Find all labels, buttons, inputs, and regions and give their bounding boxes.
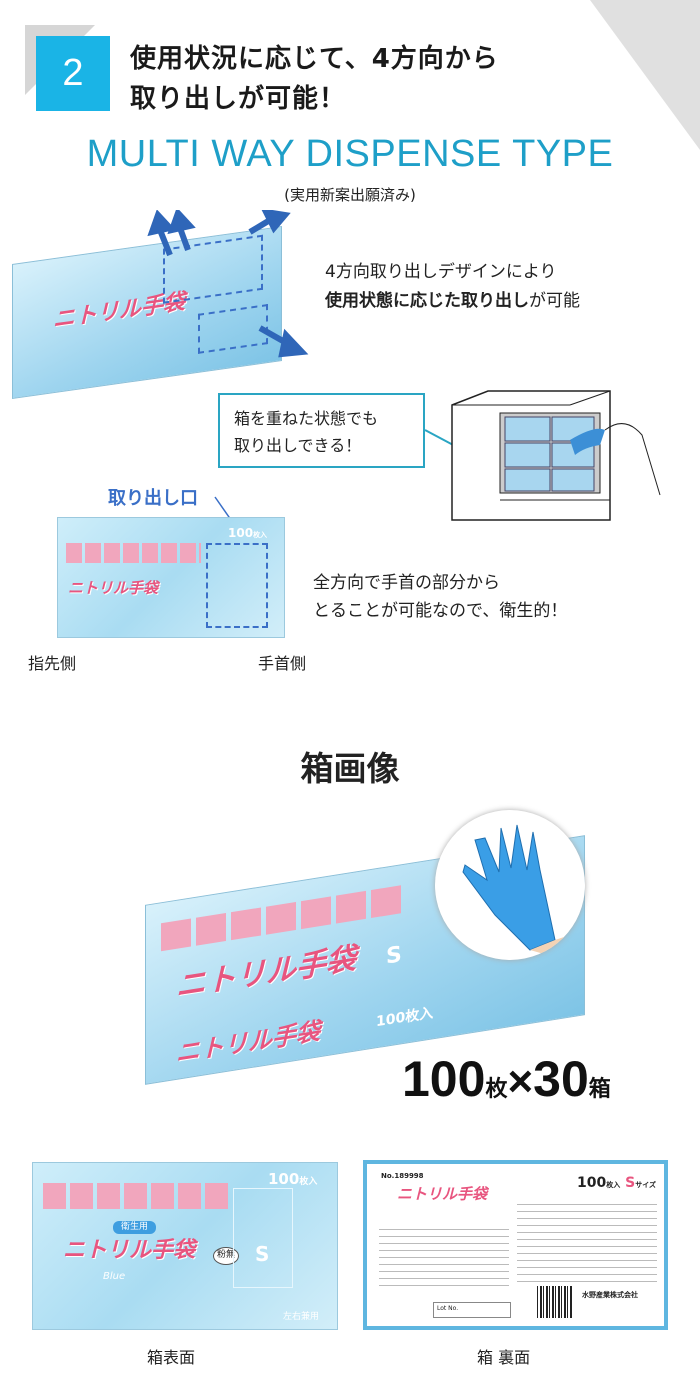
product-size: S <box>255 1242 270 1266</box>
description-text <box>379 1229 509 1289</box>
patent-note: (実用新案出願済み) <box>284 186 416 204</box>
section-title-line2: 取り出しが可能！ <box>130 84 347 114</box>
usage-icons <box>43 1183 228 1209</box>
section-title-line1: 使用状況に応じて、4方向から <box>130 44 499 74</box>
product-sub: Blue <box>103 1271 126 1282</box>
box-front-image: 100枚入 ニトリル手袋 <box>57 517 285 638</box>
product-count: 100 <box>376 1009 406 1031</box>
product-logo: ニトリル手袋 <box>397 1185 488 1203</box>
powder-free-mark: 粉無 <box>213 1247 240 1265</box>
product-count: 100 <box>228 526 254 540</box>
product-size: S <box>625 1175 636 1191</box>
back-label: 箱 裏面 <box>477 1348 531 1367</box>
wrist-side-label: 手首側 <box>258 654 307 673</box>
desc-rest: が可能 <box>529 291 580 311</box>
shelf-illustration <box>424 390 661 521</box>
dispense-outline <box>206 543 268 628</box>
caution-text <box>517 1204 657 1284</box>
front-label: 箱表面 <box>147 1348 196 1367</box>
product-count-unit: 枚入 <box>253 531 268 539</box>
corner-decoration <box>590 0 700 150</box>
qty-pieces: 100 <box>402 1051 486 1107</box>
feature-title: MULTI WAY DISPENSE TYPE <box>86 133 614 175</box>
direction-arrows-icon <box>147 210 309 358</box>
dispense-desc-line1: 全方向で手首の部分から <box>313 573 500 593</box>
dispense-opening-label: 取り出し口 <box>108 488 198 509</box>
maker-name: 水野産業株式会社 <box>582 1291 638 1299</box>
qty-boxes-unit: 箱 <box>588 1076 611 1101</box>
fingertip-side-label: 指先側 <box>28 654 77 673</box>
desc-line1: 4方向取り出しデザインにより <box>325 262 557 282</box>
section-number-badge: 2 <box>36 36 110 111</box>
quantity-label: 100枚×30箱 <box>402 1052 611 1107</box>
product-count-unit: 枚入 <box>299 1177 318 1187</box>
qty-boxes: 30 <box>533 1051 589 1107</box>
qty-times: × <box>507 1057 534 1106</box>
box-front-face: 100枚入 衛生用 ニトリル手袋 Blue 粉無 S 左右兼用 <box>32 1162 338 1330</box>
callout-line1: 箱を重ねた状態でも <box>234 409 379 428</box>
dispense-desc-line2: とることが可能なので、衛生的！ <box>313 601 568 621</box>
product-size: S <box>386 942 402 970</box>
desc-bold: 使用状態に応じた取り出し <box>325 291 529 311</box>
callout-box: 箱を重ねた状態でも 取り出しできる！ <box>218 393 425 468</box>
product-count-unit: 枚入 <box>606 1181 621 1189</box>
box-back-face: No.189998 ニトリル手袋 100枚入 Sサイズ Lot No. 水野産業… <box>363 1160 668 1330</box>
dispense-outline <box>233 1188 293 1288</box>
callout-line2: 取り出しできる！ <box>234 436 362 455</box>
item-number: No.189998 <box>381 1172 424 1180</box>
product-logo: ニトリル手袋 <box>176 941 356 1005</box>
product-count: 100 <box>577 1175 607 1191</box>
barcode <box>537 1286 572 1318</box>
product-logo: ニトリル手袋 <box>63 1238 196 1263</box>
usage-icons <box>66 543 201 563</box>
box-images-title: 箱画像 <box>300 749 400 788</box>
both-hands-label: 左右兼用 <box>283 1312 320 1322</box>
product-count-unit: 枚入 <box>405 1005 434 1026</box>
product-count: 100 <box>268 1170 300 1188</box>
glove-photo <box>435 810 585 960</box>
qty-pieces-unit: 枚 <box>485 1076 508 1101</box>
size-unit: サイズ <box>635 1181 656 1189</box>
usage-icons <box>161 885 401 952</box>
product-logo-side: ニトリル手袋 <box>176 1017 320 1068</box>
product-logo: ニトリル手袋 <box>68 579 159 597</box>
lot-field: Lot No. <box>433 1302 511 1318</box>
hygiene-badge: 衛生用 <box>113 1221 157 1234</box>
